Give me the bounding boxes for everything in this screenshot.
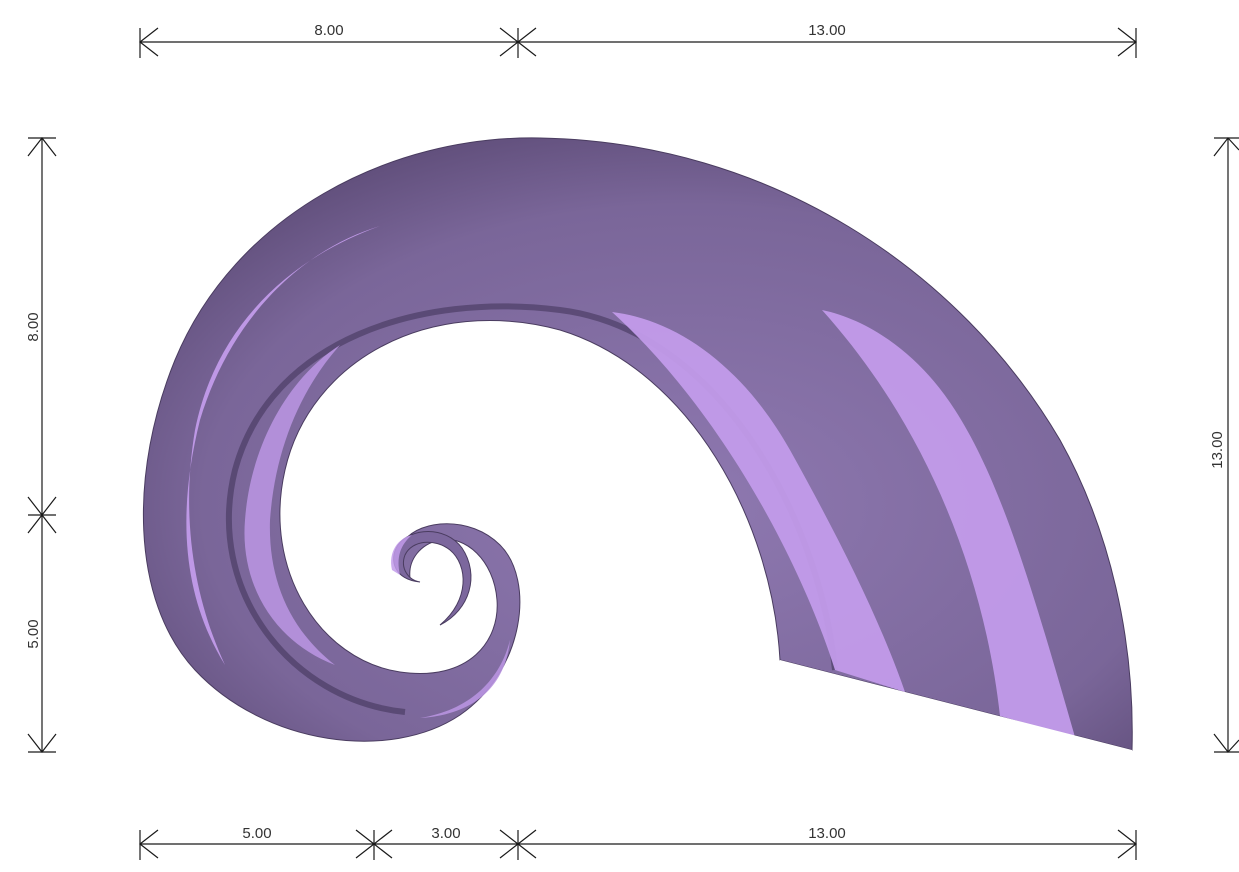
- spiral-shell: [142, 137, 1133, 800]
- spiral-outer-body: [142, 137, 1133, 751]
- spiral-stripe-outer: [822, 310, 1075, 737]
- spiral-cut-face: [760, 660, 1132, 800]
- spiral-stripe-left-mid: [244, 345, 340, 665]
- right-dimension: 13.00: [1209, 137, 1239, 753]
- top-dim-label-2: 13.00: [808, 22, 846, 39]
- bottom-dim-label-3: 13.00: [808, 825, 846, 842]
- bottom-dimension: 5.00 3.00 13.00: [139, 825, 1137, 860]
- bottom-dim-label-1: 5.00: [242, 825, 271, 842]
- top-dimension: 8.00 13.00: [139, 22, 1137, 58]
- spiral-stripe-lower: [420, 640, 510, 718]
- spiral-curl: [393, 531, 472, 626]
- left-dim-label-2: 5.00: [25, 619, 42, 648]
- top-dim-label-1: 8.00: [314, 22, 343, 39]
- right-dim-label: 13.00: [1209, 431, 1226, 469]
- left-dimension: 8.00 5.00: [25, 137, 57, 753]
- bottom-dim-label-2: 3.00: [431, 825, 460, 842]
- left-dim-label-1: 8.00: [25, 312, 42, 341]
- spiral-curl-highlight: [391, 535, 412, 575]
- spiral-stripe-left-outer: [186, 226, 380, 665]
- spiral-stripe-inner: [612, 312, 905, 692]
